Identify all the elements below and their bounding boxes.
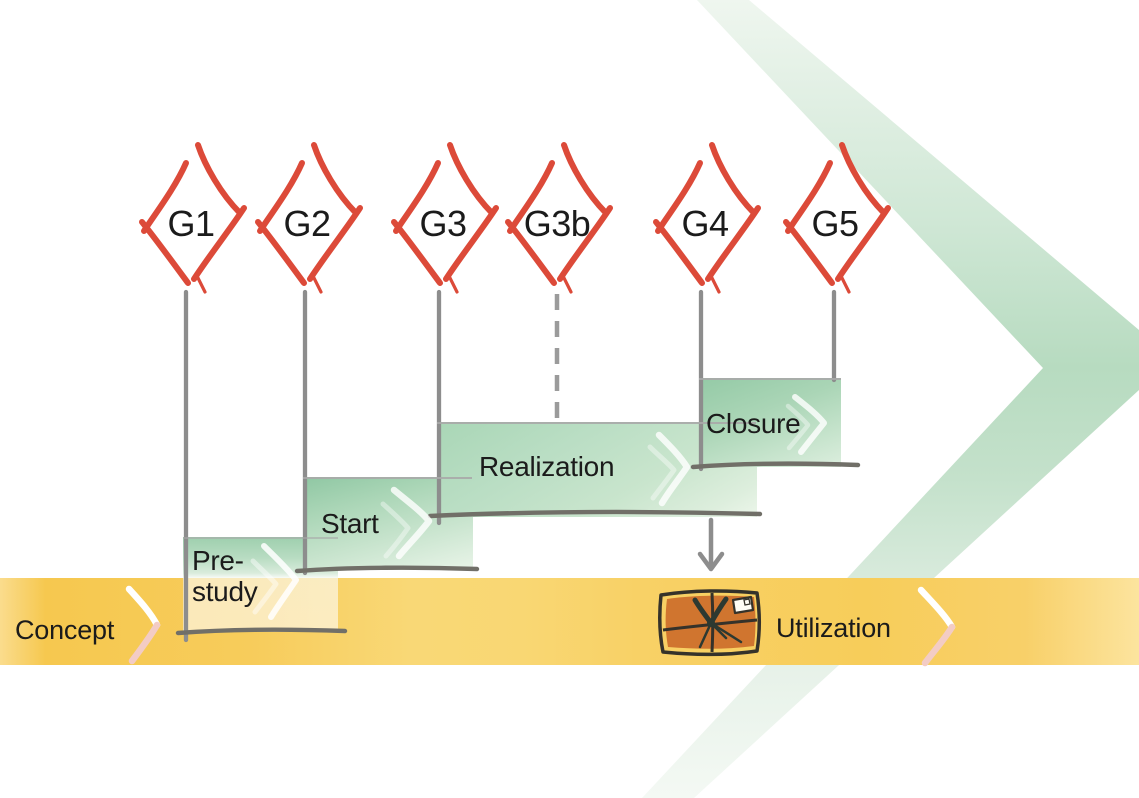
gate-g2-label: G2 — [283, 203, 331, 244]
gate-g4-label: G4 — [681, 203, 729, 244]
band-utilization-label: Utilization — [776, 613, 891, 643]
gate-g1-label: G1 — [167, 203, 215, 244]
gate-g3b-label: G3b — [523, 203, 591, 244]
utilization-band — [0, 578, 1139, 665]
phase-realization-label: Realization — [479, 451, 615, 482]
gate-g5-label: G5 — [811, 203, 859, 244]
phase-prestudy-label: Pre- study — [192, 545, 258, 607]
band-concept-label: Concept — [15, 615, 115, 645]
phase-start-label: Start — [321, 508, 379, 539]
gate-g3-label: G3 — [419, 203, 467, 244]
phase-closure-label: Closure — [706, 408, 801, 439]
